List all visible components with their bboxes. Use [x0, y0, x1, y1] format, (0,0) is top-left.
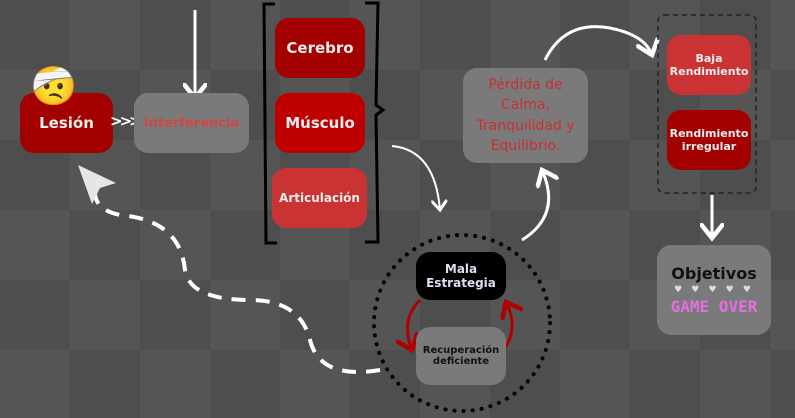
- bracket-right: [365, 1, 386, 244]
- bracket-left: [262, 2, 277, 245]
- node-mala-estrategia: Mala Estrategia: [416, 252, 506, 300]
- cycle-arrow-down: [408, 298, 422, 350]
- perdida-label: Pérdida de Calma, Tranquilidad y Equilib…: [476, 76, 575, 154]
- node-lesion: Lesión: [20, 93, 113, 153]
- cursor-arrow-icon: [78, 165, 116, 204]
- chevrons-icon: >>>: [110, 112, 142, 130]
- node-articulacion: Articulación: [272, 168, 367, 228]
- musculo-label: Músculo: [285, 114, 355, 132]
- arrow-to-perdida: [521, 170, 549, 242]
- node-recuperacion: Recuperación deficiente: [416, 327, 506, 385]
- lesion-label: Lesión: [39, 114, 94, 132]
- objetivos-label: Objetivos: [671, 264, 757, 283]
- node-cerebro: Cerebro: [275, 18, 365, 78]
- game-over-label: GAME OVER: [670, 297, 758, 316]
- node-perdida: Pérdida de Calma, Tranquilidad y Equilib…: [463, 68, 588, 163]
- dashed-return-path: [93, 191, 381, 374]
- node-baja-rendimiento: Baja Rendimiento: [667, 35, 751, 95]
- cerebro-label: Cerebro: [286, 39, 354, 57]
- node-musculo: Músculo: [275, 93, 365, 153]
- arrow-to-cycle: [391, 145, 440, 210]
- mala-label: Mala Estrategia: [426, 262, 496, 290]
- node-rendimiento-irregular: Rendimiento irregular: [667, 110, 751, 170]
- hearts-icon: ♥ ♥ ♥ ♥ ♥: [674, 285, 754, 295]
- baja-label: Baja Rendimiento: [669, 52, 749, 78]
- bandaged-face-icon: 🤕: [30, 64, 78, 108]
- node-interferencia: Interferencia: [134, 93, 249, 153]
- irregular-label: Rendimiento irregular: [669, 127, 749, 153]
- recuperacion-label: Recuperación deficiente: [422, 345, 500, 367]
- cycle-dotted-circle: [372, 233, 552, 413]
- interferencia-label: Interferencia: [143, 115, 240, 131]
- node-objetivos: Objetivos ♥ ♥ ♥ ♥ ♥ GAME OVER: [657, 245, 771, 335]
- articulacion-label: Articulación: [279, 191, 360, 205]
- arrow-to-baja: [543, 25, 652, 61]
